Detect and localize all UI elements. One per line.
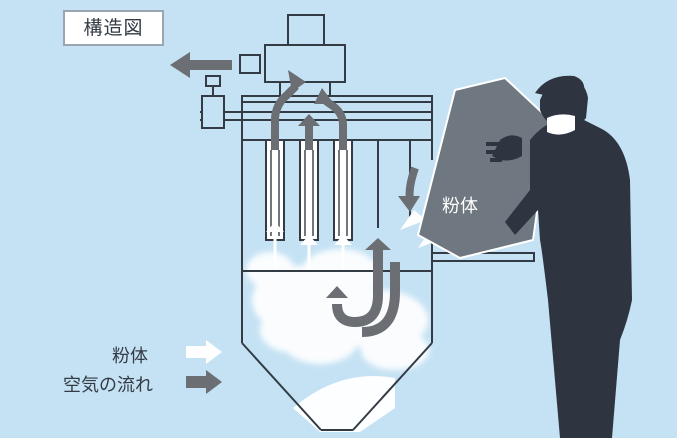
collector-body	[241, 96, 433, 431]
legend-powder-label: 粉体	[112, 346, 148, 367]
powder-pile	[293, 376, 395, 432]
worker-cap	[535, 75, 585, 96]
legend-powder-arrow	[186, 340, 222, 364]
filter-bag-3	[333, 139, 353, 241]
inlet-rail	[431, 252, 535, 262]
face-mask-icon	[547, 114, 575, 135]
filter-bag-2	[299, 139, 319, 241]
dust-cloud	[246, 249, 429, 370]
diagram-title: 構造図	[63, 10, 164, 46]
airflow-arrowheads	[288, 70, 334, 126]
hopper-label: 粉体	[442, 196, 478, 217]
airflow-arrows	[271, 83, 347, 150]
inlet-arrow	[405, 166, 419, 201]
pulse-valve	[201, 75, 225, 129]
legend-airflow-arrow	[186, 370, 222, 394]
worker	[416, 75, 632, 438]
fan-housing	[239, 14, 346, 96]
exhaust-arrow	[170, 52, 232, 78]
worker-glove	[492, 135, 522, 161]
legend-airflow-label: 空気の流れ	[63, 375, 153, 396]
airflow-swirl	[332, 250, 400, 337]
worker-body	[505, 117, 632, 438]
